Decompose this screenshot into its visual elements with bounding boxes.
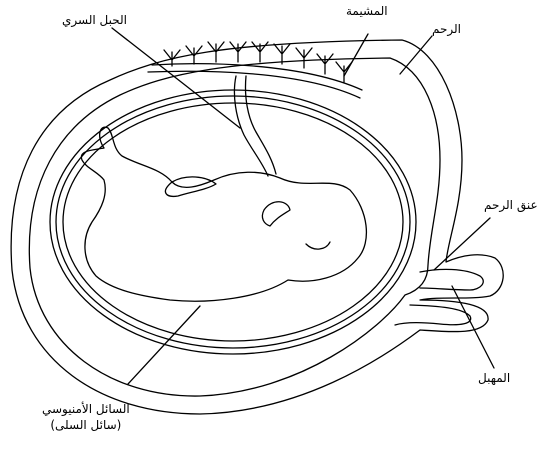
fetus-mouth <box>306 242 330 249</box>
uterus-outer-wall <box>11 40 503 414</box>
cervix-label: عنق الرحم <box>484 198 538 212</box>
amniotic-fluid-label: السائل الأمنيوسي (سائل السلى) <box>42 401 130 433</box>
umbilical-cord-label: الحبل السري <box>62 13 127 27</box>
amniotic-sac-inner <box>63 103 403 341</box>
vagina-channel <box>395 305 471 325</box>
amniotic-fluid-label-line2: (سائل السلى) <box>42 417 130 433</box>
amniotic-sac-outer <box>50 90 416 354</box>
placenta-label: المشيمة <box>346 4 388 18</box>
uterus-inner-wall <box>29 58 440 396</box>
cervix-canal <box>420 269 483 290</box>
fetus-ear <box>262 202 290 226</box>
fetus-body <box>81 127 366 301</box>
leader-cervix <box>434 218 490 270</box>
leader-umbilical-cord <box>112 28 240 128</box>
placenta-base <box>152 64 362 90</box>
amniotic-sac-mid <box>56 96 410 348</box>
uterus-label: الرحم <box>432 22 461 36</box>
amniotic-fluid-label-line1: السائل الأمنيوسي <box>42 401 130 417</box>
placental-villi <box>164 42 352 82</box>
vagina-label: المهبل <box>478 371 510 385</box>
leader-amniotic-fluid <box>128 306 200 384</box>
